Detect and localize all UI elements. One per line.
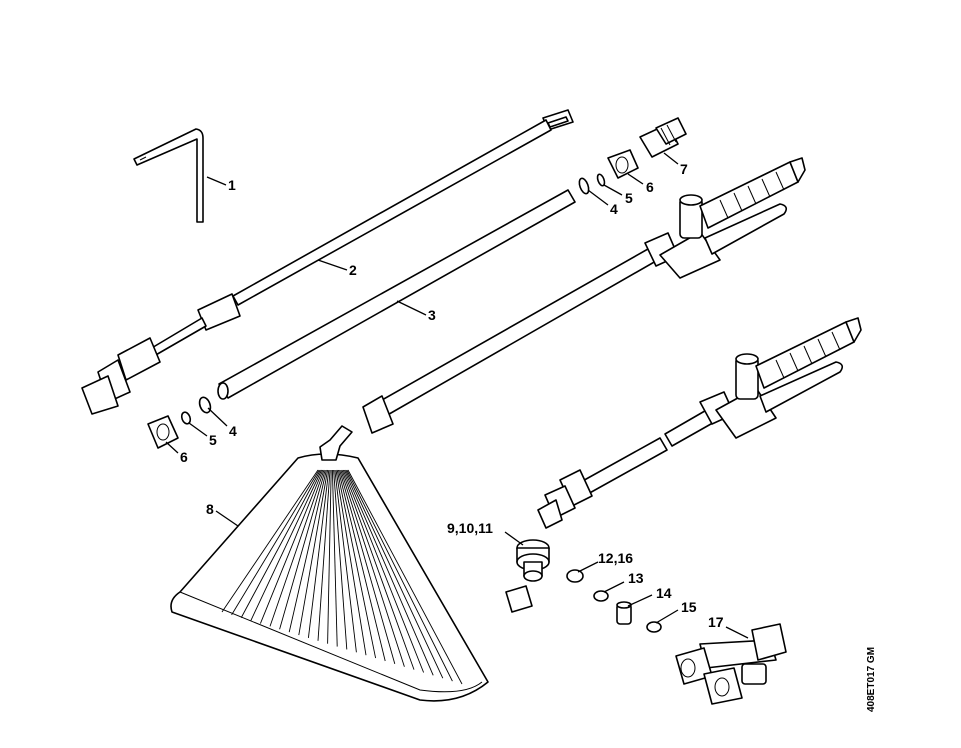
- hatch-line: [334, 469, 357, 653]
- hatch-line: [340, 469, 405, 667]
- part-4-o-ring-top: [578, 177, 590, 195]
- label-12-16: 12,16: [598, 550, 633, 566]
- hatch-line: [221, 469, 319, 613]
- shield-hatching: [221, 469, 463, 685]
- label-2: 2: [349, 262, 357, 278]
- hatch-line: [346, 469, 453, 682]
- label-3: 3: [428, 307, 436, 323]
- hatch-line: [269, 469, 325, 627]
- label-6-top: 6: [646, 179, 654, 195]
- hatch-line: [250, 469, 323, 621]
- label-9-10-11: 9,10,11: [447, 520, 493, 536]
- part-1-hex-key: [133, 128, 204, 223]
- part-15-nozzle-insert: [646, 621, 662, 633]
- hatch-line: [335, 469, 367, 656]
- callout-labels: 1 2 3 4 5 6 7 4 5 6 8 9,10,11 12,16 13 1…: [180, 161, 724, 630]
- drawing-code: 408ET017 GM: [866, 647, 877, 712]
- hatch-line: [343, 469, 434, 676]
- hatch-line: [339, 469, 396, 664]
- part-12-nozzle-insert: [566, 569, 584, 583]
- label-17: 17: [708, 614, 724, 630]
- label-4-top: 4: [610, 201, 618, 217]
- hatch-line: [341, 469, 415, 670]
- part-3-wand-tube: [217, 189, 576, 400]
- spray-handle-upper: [362, 157, 806, 434]
- label-15: 15: [681, 599, 697, 615]
- hatch-line: [333, 469, 348, 650]
- part-8-spray-shield: [170, 425, 489, 702]
- hatch-line: [288, 469, 327, 633]
- hatch-line: [298, 469, 329, 636]
- label-6-bottom: 6: [180, 449, 188, 465]
- label-5-bottom: 5: [209, 432, 217, 448]
- hatch-line: [317, 469, 331, 641]
- hatch-line: [259, 469, 324, 624]
- hatch-line: [342, 469, 425, 673]
- part-14-nozzle-tube: [616, 601, 632, 625]
- spray-handle-lower: [537, 317, 862, 529]
- hatch-line: [336, 469, 377, 659]
- part-7-threaded-nipple: [639, 117, 687, 158]
- part-6-nut-top: [607, 149, 639, 179]
- label-5-top: 5: [625, 190, 633, 206]
- part-9-adapter: [505, 539, 550, 613]
- hatch-line: [337, 469, 386, 662]
- hatch-line: [345, 469, 444, 679]
- hatch-line: [327, 469, 332, 644]
- hatch-line: [240, 469, 321, 618]
- part-13-nozzle-insert: [593, 590, 609, 602]
- part-5-washer-bottom: [180, 411, 192, 425]
- part-5-washer-top: [596, 173, 606, 187]
- label-14: 14: [656, 585, 672, 601]
- leader-lines: [165, 152, 749, 639]
- label-13: 13: [628, 570, 644, 586]
- hatch-line: [331, 469, 338, 647]
- label-4-bottom: 4: [229, 423, 237, 439]
- hatch-line: [307, 469, 330, 638]
- hatch-line: [347, 469, 463, 685]
- hatch-line: [231, 469, 320, 616]
- part-2-extension-wand: [81, 109, 574, 415]
- label-1: 1: [228, 177, 236, 193]
- label-8: 8: [206, 501, 214, 517]
- hatch-line: [279, 469, 326, 630]
- part-17-double-nozzle: [675, 623, 787, 705]
- label-7: 7: [680, 161, 688, 177]
- part-4-o-ring-bottom: [198, 396, 212, 414]
- part-6-nut-bottom: [147, 415, 179, 449]
